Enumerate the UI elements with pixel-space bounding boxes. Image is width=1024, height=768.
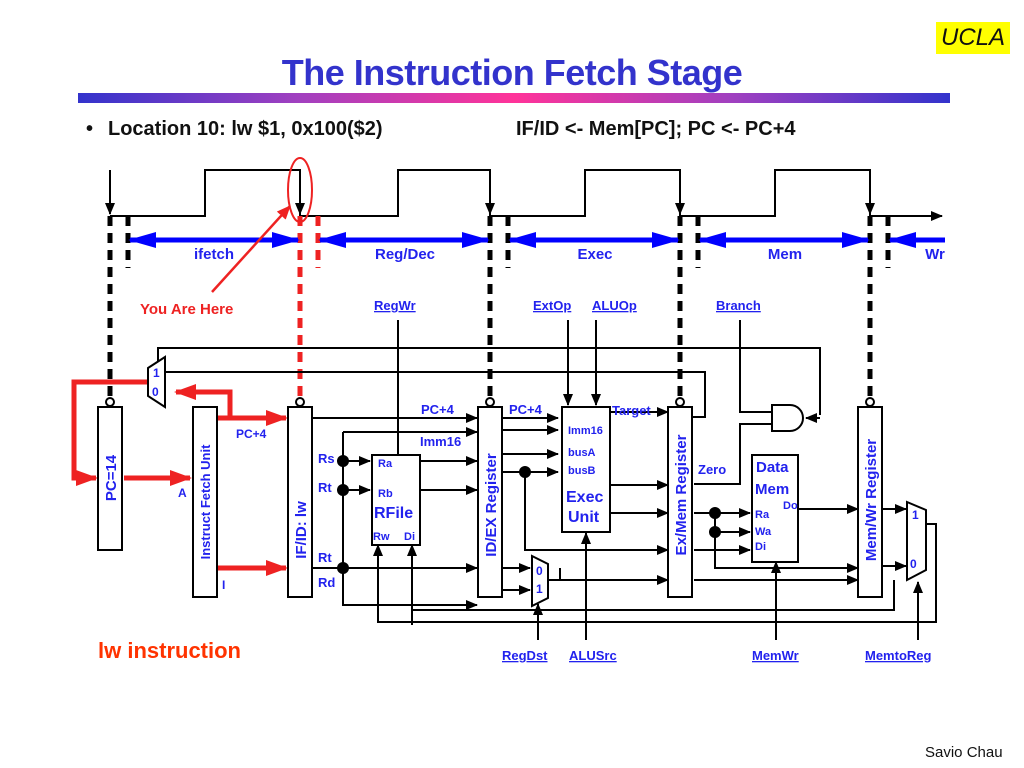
register-clock-inputs — [105, 397, 875, 407]
idex-in-pc4: PC+4 — [421, 402, 455, 417]
pc-mux-input-1: 1 — [153, 366, 160, 380]
datapath-wires — [157, 320, 937, 640]
control-aluop: ALUOp — [592, 298, 637, 313]
exmem-label: Ex/Mem Register — [673, 434, 690, 555]
wire-junctions — [337, 455, 721, 574]
ucla-logo: UCLA — [936, 22, 1010, 54]
stage-label-mem: Mem — [768, 246, 802, 263]
rtl-statement: IF/ID <- Mem[PC]; PC <- PC+4 — [516, 118, 796, 140]
ifu-port-a: A — [178, 486, 187, 500]
rfile-port-rw: Rw — [373, 531, 390, 543]
title-divider — [78, 93, 950, 103]
idex-label: ID/EX Register — [483, 453, 500, 557]
exec-label-line1: Exec — [566, 489, 603, 506]
control-memtoreg: MemtoReg — [865, 648, 932, 663]
dmem-port-wa: Wa — [755, 526, 772, 538]
exec-port-imm16: Imm16 — [568, 425, 603, 437]
writeback-mux-input-0: 0 — [910, 557, 917, 571]
exec-out-zero: Zero — [698, 462, 726, 477]
exec-label-line2: Unit — [568, 509, 600, 526]
ifid-port-rt: Rt — [318, 480, 332, 495]
stage-label-ifetch: ifetch — [194, 246, 234, 263]
ifid-port-rd: Rd — [318, 575, 335, 590]
exec-in-pc4: PC+4 — [509, 402, 543, 417]
ifid-port-rt-dest: Rt — [318, 550, 332, 565]
writeback-mux-input-1: 1 — [912, 508, 919, 522]
stage-label-regdec: Reg/Dec — [375, 246, 435, 263]
rfile-label: RFile — [374, 505, 413, 522]
you-are-here-pointer — [211, 205, 291, 293]
data-memory — [751, 454, 799, 563]
ifid-label: IF/ID: lw — [293, 501, 310, 559]
idex-in-imm16: Imm16 — [420, 434, 461, 449]
you-are-here-label: You Are Here — [140, 301, 233, 318]
instruction-label: lw instruction — [98, 638, 241, 663]
you-are-here-circle — [287, 157, 313, 223]
bullet-text: Location 10: lw $1, 0x100($2) — [108, 118, 383, 140]
control-regdst: RegDst — [502, 648, 548, 663]
exec-port-busb: busB — [568, 465, 596, 477]
instruct-fetch-unit — [192, 406, 218, 598]
clock-waveform — [105, 169, 943, 221]
dmem-port-do: Do — [783, 500, 798, 512]
author-name: Savio Chau — [925, 744, 1003, 761]
regdst-mux — [531, 554, 549, 608]
exmem-register — [667, 406, 693, 598]
rfile-port-ra: Ra — [378, 458, 393, 470]
memwr-label: Mem/Wr Register — [863, 439, 880, 561]
regdst-mux-input-0: 0 — [536, 564, 543, 578]
register-file — [371, 454, 421, 546]
exec-port-busa: busA — [568, 447, 596, 459]
ifu-label: Instruct Fetch Unit — [198, 444, 213, 560]
slide-title: The Instruction Fetch Stage — [281, 52, 743, 93]
ifu-port-i: I — [222, 578, 225, 592]
control-regwr: RegWr — [374, 298, 416, 313]
dmem-label-line2: Mem — [755, 481, 789, 498]
control-memwr: MemWr — [752, 648, 799, 663]
dmem-port-di: Di — [755, 541, 766, 553]
exec-unit — [561, 406, 611, 533]
active-clock-edge — [297, 216, 321, 398]
idex-register — [477, 406, 503, 598]
pc-mux-input-0: 0 — [152, 385, 159, 399]
rfile-port-rb: Rb — [378, 488, 393, 500]
active-fetch-path — [71, 379, 288, 576]
ucla-logo-text: UCLA — [940, 24, 1006, 51]
pc-mux — [147, 355, 166, 409]
bullet-item: • Location 10: lw $1, 0x100($2) — [86, 118, 383, 141]
rfile-port-di: Di — [404, 531, 415, 543]
control-branch: Branch — [716, 298, 761, 313]
ifid-register — [287, 406, 313, 598]
exec-out-target: Target — [612, 403, 651, 418]
branch-and-gate — [771, 404, 804, 432]
dmem-port-ra: Ra — [755, 509, 770, 521]
memwr-register — [857, 406, 883, 598]
regdst-mux-input-1: 1 — [536, 582, 543, 596]
stage-label-exec: Exec — [577, 246, 612, 263]
control-alusrc: ALUSrc — [569, 648, 617, 663]
bullet-dot-icon: • — [86, 118, 94, 140]
ifu-port-pc4: PC+4 — [236, 427, 267, 441]
ifid-port-rs: Rs — [318, 451, 335, 466]
stage-label-wr: Wr — [925, 246, 945, 263]
writeback-mux — [906, 500, 927, 582]
dmem-label-line1: Data — [756, 459, 789, 476]
control-extop: ExtOp — [533, 298, 571, 313]
pc-register-label: PC=14 — [103, 454, 120, 501]
pc-register — [97, 406, 123, 551]
